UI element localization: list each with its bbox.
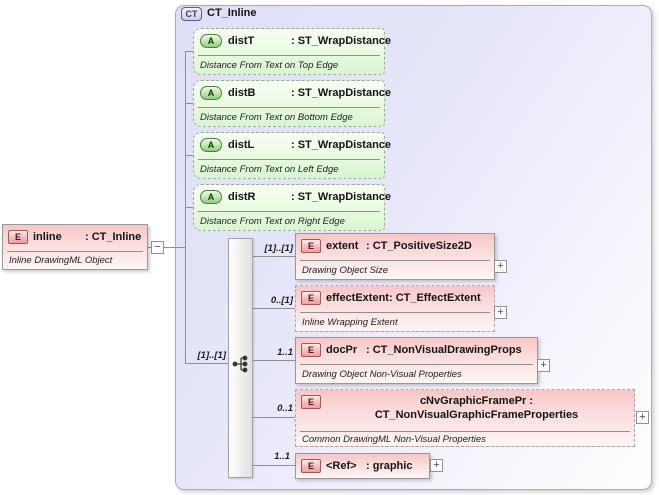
divider — [7, 251, 143, 252]
attribute-badge-icon: A — [200, 190, 222, 204]
element-type: : CT_PositiveSize2D — [366, 240, 472, 252]
cardinality-label: 1..1 — [274, 451, 290, 462]
element-name-row: cNvGraphicFramePr : CT_NonVisualGraphicF… — [324, 394, 629, 422]
complex-type-title: CT_Inline — [207, 7, 257, 19]
divider — [198, 211, 380, 212]
attribute-name: distR — [228, 191, 256, 203]
element-badge-icon: E — [301, 459, 321, 473]
element-type: : CT_Inline — [85, 231, 142, 243]
element-name: effectExtent — [326, 292, 389, 304]
attribute-badge-icon: A — [200, 34, 222, 48]
connector-line — [185, 103, 193, 104]
complex-type-badge-icon: CT — [181, 7, 202, 21]
connector-line — [148, 247, 185, 248]
connector-line — [253, 308, 295, 309]
connector-line — [185, 207, 193, 208]
element-description: Inline Wrapping Extent — [302, 317, 398, 328]
element-type: : CT_NonVisualDrawingProps — [366, 344, 522, 356]
element-name-row: inline : CT_Inline — [33, 231, 141, 243]
attribute-type: : ST_WrapDistance — [291, 35, 392, 47]
element-badge-icon: E — [8, 230, 28, 244]
element-type: : CT_EffectExtent — [388, 292, 481, 304]
element-badge-icon: E — [301, 291, 321, 305]
cardinality-label: [1]..[1] — [197, 350, 227, 361]
attribute-type: : ST_WrapDistance — [291, 139, 392, 151]
element-name-row: docPr : CT_NonVisualDrawingProps — [326, 344, 522, 356]
expand-toggle[interactable]: + — [494, 306, 507, 319]
cardinality-label: 1..1 — [277, 347, 293, 358]
attribute-name: distB — [228, 87, 256, 99]
attribute-name-row: distR : ST_WrapDistance — [228, 191, 391, 203]
element-box-extent[interactable]: E extent : CT_PositiveSize2D Drawing Obje… — [295, 233, 495, 280]
sequence-icon — [232, 355, 248, 373]
element-type: : CT_NonVisualGraphicFrameProperties — [374, 395, 579, 421]
attribute-name: distT — [228, 35, 255, 47]
element-name-row: extent : CT_PositiveSize2D — [326, 240, 472, 252]
expand-toggle[interactable]: + — [494, 260, 507, 273]
expand-toggle[interactable]: + — [636, 411, 649, 424]
element-box-ref-graphic[interactable]: E <Ref> : graphic — [295, 453, 430, 479]
root-element-box-inline[interactable]: E inline : CT_Inline Inline DrawingML Obj… — [2, 224, 148, 270]
element-name-row: <Ref> : graphic — [326, 460, 412, 472]
element-badge-icon: E — [301, 343, 321, 357]
cardinality-label: 0..1 — [277, 403, 293, 414]
attribute-type: : ST_WrapDistance — [291, 87, 392, 99]
element-description: Inline DrawingML Object — [9, 255, 113, 266]
divider — [300, 312, 490, 313]
connector-line — [185, 155, 193, 156]
cardinality-label: 0..[1] — [270, 295, 293, 306]
element-description: Drawing Object Non-Visual Properties — [302, 369, 462, 380]
attribute-badge-icon: A — [200, 86, 222, 100]
attribute-name: distL — [228, 139, 255, 151]
element-type: : graphic — [366, 460, 413, 472]
divider — [300, 431, 630, 432]
attribute-badge-icon: A — [200, 138, 222, 152]
element-name: cNvGraphicFramePr — [419, 395, 527, 407]
attribute-description: Distance From Text on Top Edge — [200, 60, 339, 71]
element-box-cNvGraphicFramePr[interactable]: E cNvGraphicFramePr : CT_NonVisualGraphi… — [295, 389, 635, 447]
element-name-row: effectExtent: CT_EffectExtent — [326, 292, 481, 304]
expand-toggle[interactable]: + — [430, 459, 443, 472]
attribute-name-row: distB : ST_WrapDistance — [228, 87, 391, 99]
sequence-indicator[interactable] — [228, 238, 253, 478]
element-badge-icon: E — [301, 395, 321, 409]
element-badge-icon: E — [301, 239, 321, 253]
connector-line — [185, 363, 228, 364]
attribute-box-distT[interactable]: A distT : ST_WrapDistance Distance From T… — [193, 28, 391, 75]
element-description: Common DrawingML Non-Visual Properties — [302, 434, 486, 445]
attribute-box-distL[interactable]: A distL : ST_WrapDistance Distance From T… — [193, 132, 391, 179]
attribute-description: Distance From Text on Bottom Edge — [200, 112, 353, 123]
divider — [198, 107, 380, 108]
connector-line — [253, 417, 295, 418]
attribute-box-distB[interactable]: A distB : ST_WrapDistance Distance From T… — [193, 80, 391, 127]
element-description: Drawing Object Size — [302, 265, 389, 276]
element-box-docPr[interactable]: E docPr : CT_NonVisualDrawingProps Drawin… — [295, 337, 538, 384]
attribute-box-distR[interactable]: A distR : ST_WrapDistance Distance From T… — [193, 184, 391, 231]
attribute-description: Distance From Text on Right Edge — [200, 216, 345, 227]
divider — [198, 159, 380, 160]
element-name: inline — [33, 231, 62, 243]
expand-toggle[interactable]: + — [537, 359, 550, 372]
element-box-effectExtent[interactable]: E effectExtent: CT_EffectExtent Inline W… — [295, 285, 495, 332]
attribute-type: : ST_WrapDistance — [291, 191, 392, 203]
element-name: extent — [326, 240, 359, 252]
connector-line — [253, 256, 295, 257]
element-name: <Ref> — [326, 460, 357, 472]
connector-line — [185, 51, 193, 52]
cardinality-label: [1]..[1] — [264, 243, 294, 254]
connector-line — [253, 465, 295, 466]
divider — [198, 55, 380, 56]
divider — [300, 260, 490, 261]
element-name: docPr — [326, 344, 358, 356]
connector-line — [253, 360, 295, 361]
attribute-name-row: distL : ST_WrapDistance — [228, 139, 391, 151]
collapse-toggle[interactable]: − — [151, 241, 164, 254]
divider — [300, 364, 533, 365]
attribute-name-row: distT : ST_WrapDistance — [228, 35, 391, 47]
attribute-description: Distance From Text on Left Edge — [200, 164, 339, 175]
